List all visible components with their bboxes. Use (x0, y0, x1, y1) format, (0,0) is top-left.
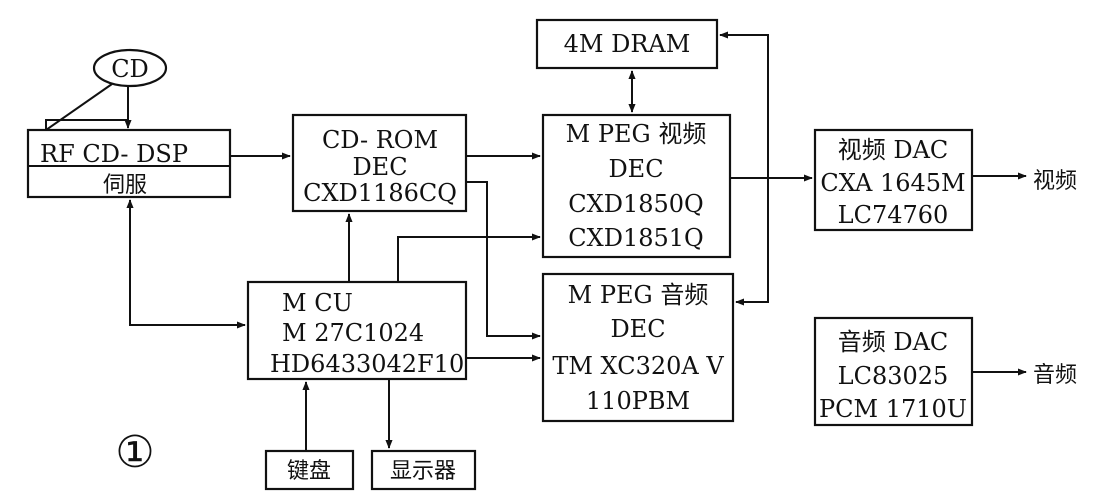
cdrom-to-audio-arrow (466, 181, 541, 340)
cdrom-dec-label: DEC (352, 153, 407, 181)
mpeg-audio-label: M PEG 音频 (568, 281, 709, 309)
mpeg-video-chip1-label: CXD1850Q (568, 190, 703, 218)
mcu-chip-label: HD6433042F10 (270, 350, 464, 378)
cdrom-dec-block: CD- ROM DEC CXD1186CQ (291, 113, 468, 213)
dsp-mcu-link (126, 199, 246, 329)
cdrom-chip-label: CXD1186CQ (303, 179, 457, 207)
connections (45, 31, 1027, 451)
audio-dac-chip1-label: LC83025 (838, 362, 949, 390)
audio-dac-label: 音频 DAC (838, 328, 949, 356)
display-label: 显示器 (390, 459, 456, 484)
video-dac-block: 视频 DAC CXA 1645M LC74760 (813, 128, 974, 232)
cd-label: CD (111, 55, 149, 83)
mcu-rom-label: M 27C1024 (282, 319, 424, 347)
mpeg-audio-dec-label: DEC (610, 315, 665, 343)
display-block: 显示器 (370, 449, 477, 491)
dram-audio-link (719, 31, 769, 306)
mpeg-video-chip2-label: CXD1851Q (568, 224, 703, 252)
cd-feedback-line (45, 119, 128, 130)
audio-output-label: 音频 (1033, 363, 1077, 388)
servo-label: 伺服 (103, 173, 147, 198)
mpeg-video-block: M PEG 视频 DEC CXD1850Q CXD1851Q (541, 113, 732, 259)
cd-dsp-block: RF CD- DSP 伺服 (26, 128, 232, 199)
audio-dac-chip2-label: PCM 1710U (819, 395, 967, 423)
mpeg-audio-chip1-label: TM XC320A V (552, 352, 724, 380)
dram-label: 4M DRAM (564, 30, 691, 58)
audio-dac-block: 音频 DAC LC83025 PCM 1710U (813, 316, 974, 427)
mcu-label: M CU (282, 289, 353, 317)
cdrom-label: CD- ROM (322, 126, 438, 154)
cd-pickup-line (45, 83, 113, 131)
video-dac-label: 视频 DAC (838, 136, 949, 164)
mcu-block: M CU M 27C1024 HD6433042F10 (246, 280, 468, 381)
mpeg-audio-chip2-label: 110PBM (586, 387, 690, 415)
cd-disc: CD (92, 48, 168, 88)
mcu-to-video-arrow (397, 233, 541, 282)
figure-number: ① (115, 427, 154, 478)
video-output-label: 视频 (1033, 169, 1077, 194)
keyboard-block: 键盘 (264, 449, 355, 491)
keyboard-label: 键盘 (287, 459, 331, 484)
mpeg-video-label: M PEG 视频 (566, 120, 707, 148)
video-dac-chip1-label: CXA 1645M (820, 169, 965, 197)
cd-dsp-label: RF CD- DSP (40, 140, 188, 168)
mpeg-audio-block: M PEG 音频 DEC TM XC320A V 110PBM (541, 272, 735, 423)
video-dac-chip2-label: LC74760 (838, 201, 949, 229)
dram-block: 4M DRAM (535, 18, 719, 70)
mpeg-video-dec-label: DEC (608, 155, 663, 183)
